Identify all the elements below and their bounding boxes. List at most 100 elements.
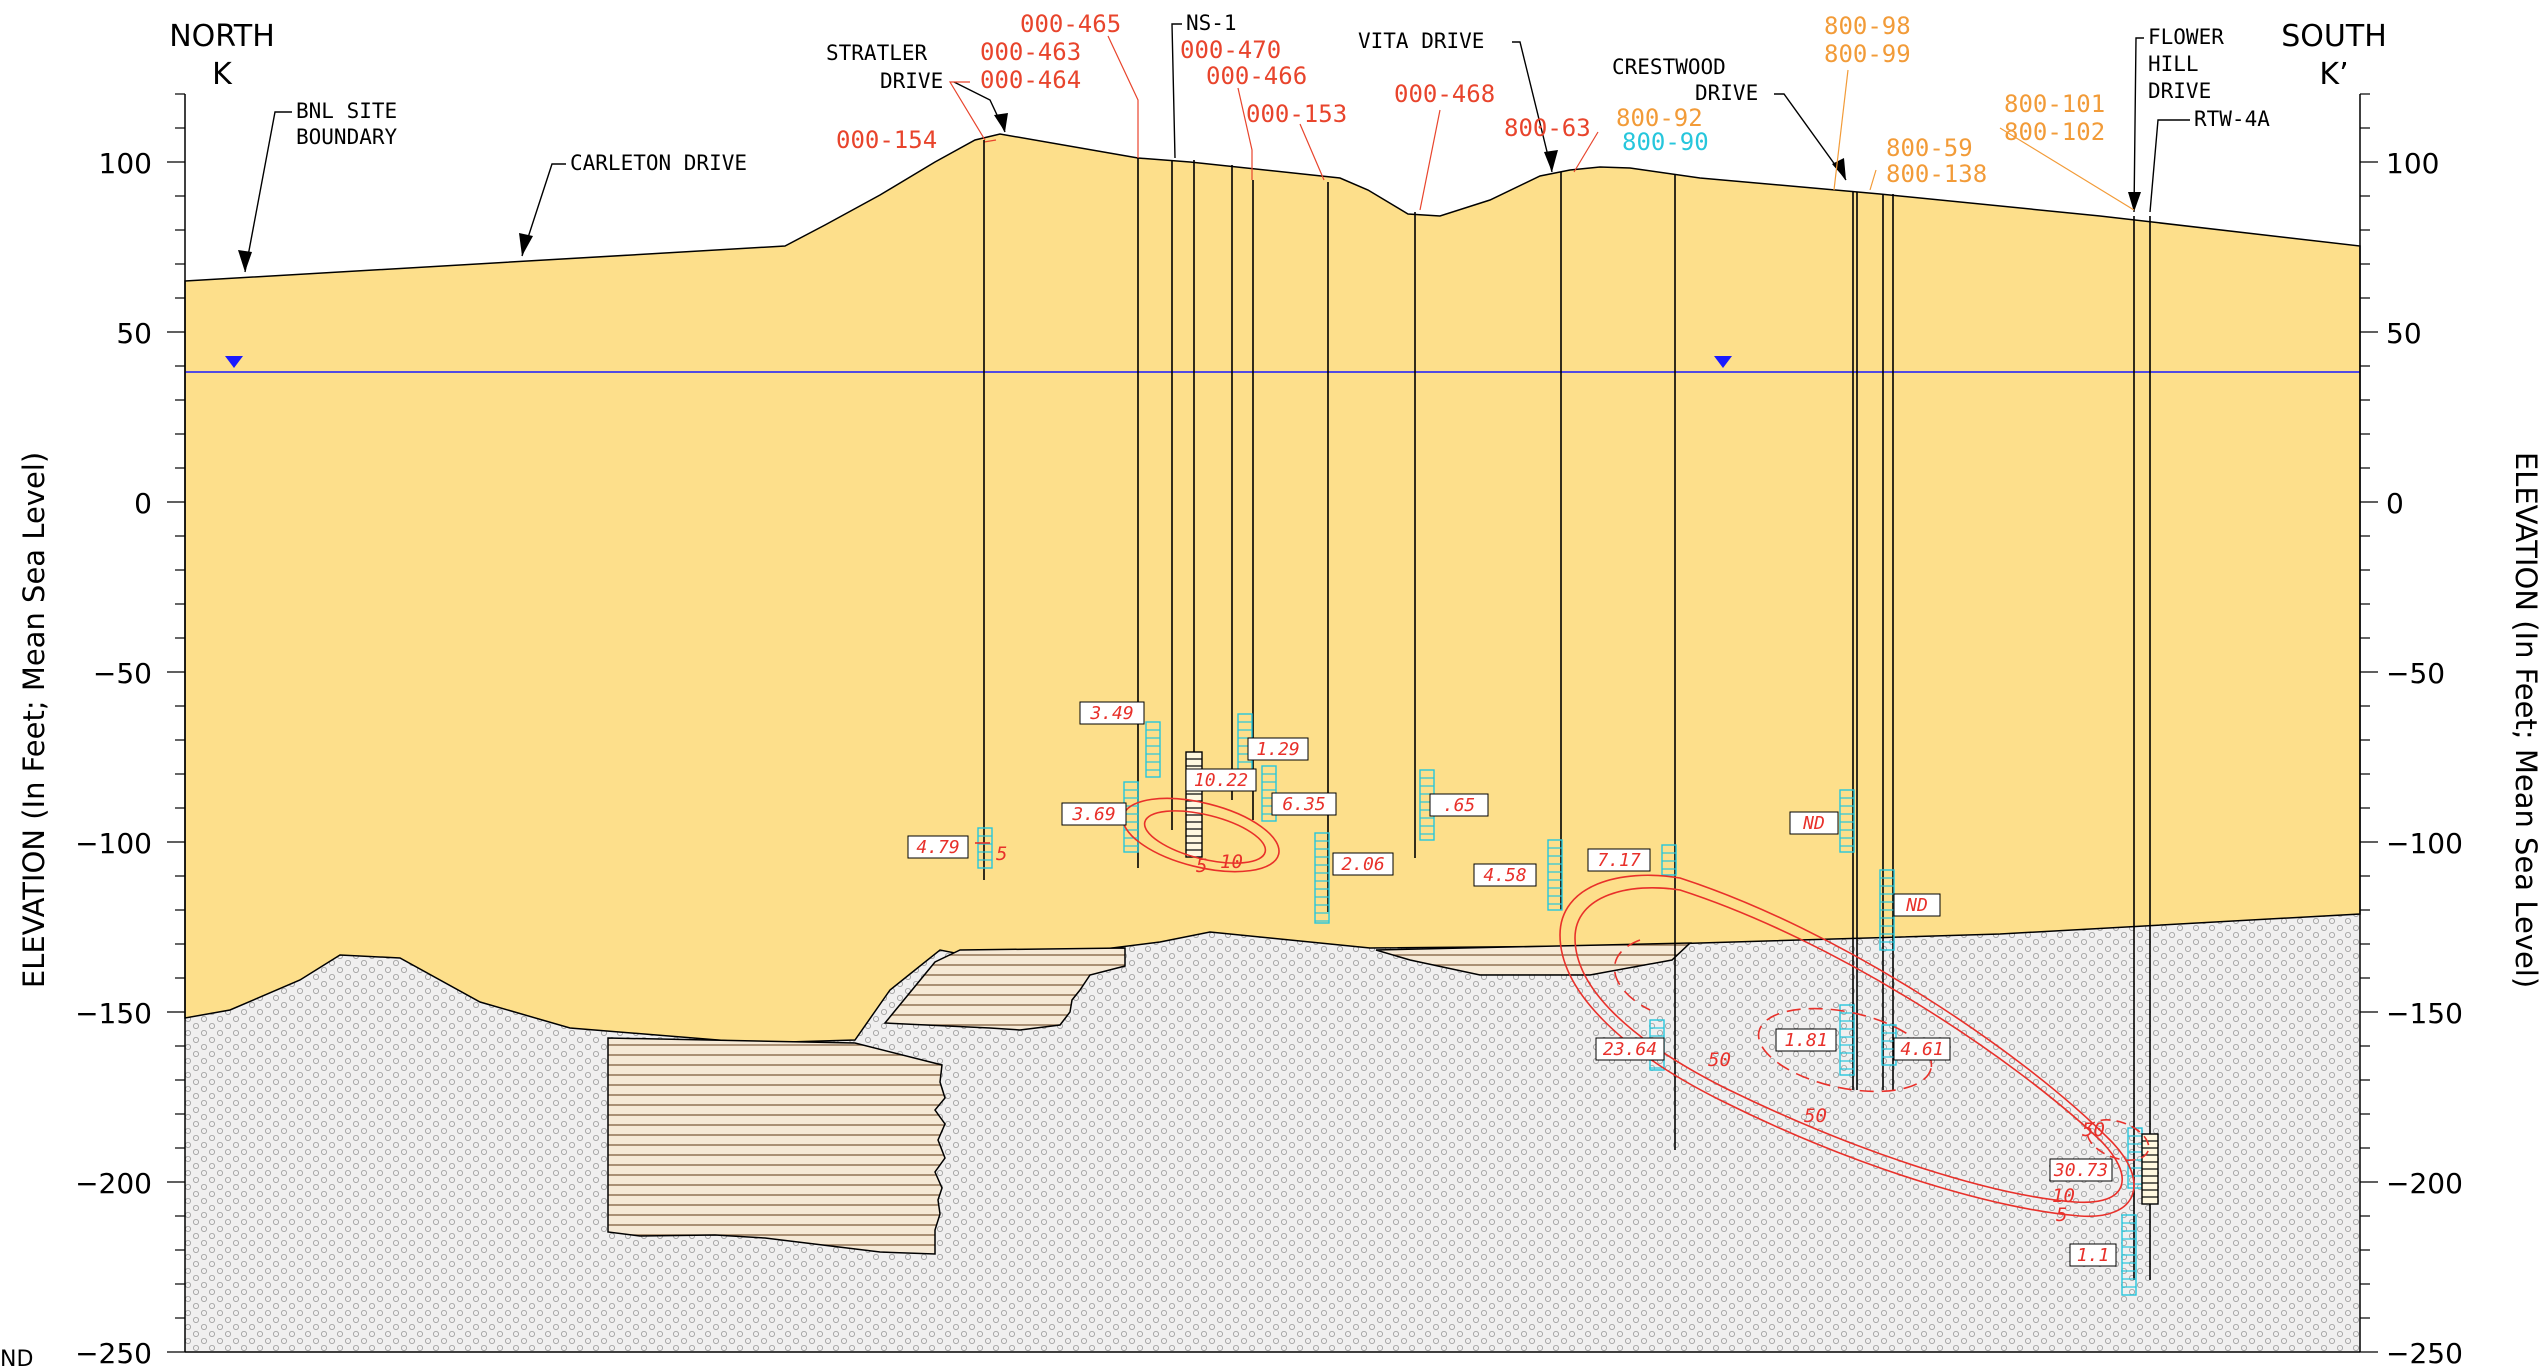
svg-text:1.1: 1.1 bbox=[2077, 1245, 2110, 1266]
well-label: 800-102 bbox=[2004, 118, 2105, 146]
tick-label: 50 bbox=[2386, 317, 2422, 350]
value-box: 4.79 bbox=[907, 835, 969, 859]
site-label: FLOWER bbox=[2148, 25, 2224, 49]
well-label: 000-463 bbox=[980, 38, 1081, 66]
tick-label: −50 bbox=[2386, 657, 2445, 690]
tick-label: −250 bbox=[2386, 1337, 2463, 1367]
svg-text:10.22: 10.22 bbox=[1194, 770, 1248, 791]
value-box: 1.29 bbox=[1247, 737, 1309, 761]
tick-label: 0 bbox=[2386, 487, 2404, 520]
contour-10-south bbox=[1574, 887, 2123, 1204]
well-labels: 000-465 000-463 000-464 000-154 000-470 … bbox=[836, 10, 2105, 188]
value-box: 7.17 bbox=[1587, 848, 1651, 872]
concentration-boxes: 3.49 1.29 10.22 6.35 3.69 4.79 2.06 .65 … bbox=[907, 701, 2117, 1267]
wells bbox=[983, 140, 2151, 1280]
screen-interval bbox=[1661, 844, 1677, 876]
site-label: STRATLER bbox=[826, 41, 928, 65]
contour-50-south-a bbox=[1613, 939, 1651, 1011]
svg-text:1.81: 1.81 bbox=[1784, 1030, 1827, 1051]
well-label: 000-466 bbox=[1206, 62, 1307, 90]
well-label: 000-470 bbox=[1180, 36, 1281, 64]
hatched-interval bbox=[1185, 751, 1203, 858]
north-section-letter: K bbox=[212, 57, 233, 92]
site-labels: BNL SITE BOUNDARY CARLETON DRIVE STRATLE… bbox=[296, 11, 2270, 175]
tick-label: −150 bbox=[2386, 997, 2463, 1030]
plume-contours bbox=[975, 797, 2150, 1217]
well-label: 800-59 bbox=[1886, 134, 1973, 162]
contour-50-south-c bbox=[2086, 1119, 2150, 1161]
contour-label: 5 bbox=[2056, 1204, 2067, 1226]
site-label: DRIVE bbox=[2148, 79, 2211, 103]
value-box: ND bbox=[1893, 893, 1941, 917]
right-axis-title: ELEVATION (In Feet; Mean Sea Level) bbox=[2509, 452, 2543, 988]
svg-text:7.17: 7.17 bbox=[1597, 850, 1641, 871]
well-leaders bbox=[948, 35, 1599, 211]
svg-text:30.73: 30.73 bbox=[2053, 1160, 2108, 1181]
well-leaders-orange bbox=[1833, 69, 2135, 211]
contour-label: 5 bbox=[1196, 855, 1207, 877]
well-label: 800-92 bbox=[1616, 104, 1703, 132]
tick-label: −100 bbox=[2386, 827, 2463, 860]
value-box: 4.58 bbox=[1473, 863, 1537, 887]
well-label: 000-154 bbox=[836, 126, 937, 154]
site-label: BOUNDARY bbox=[296, 125, 398, 149]
right-tick-labels: 100 50 0 −50 −100 −150 −200 −250 bbox=[2386, 147, 2463, 1367]
site-label: HILL bbox=[2148, 52, 2199, 76]
contour-50-south-b bbox=[1757, 1007, 1933, 1093]
screen-interval bbox=[1839, 1004, 1855, 1076]
value-box: 30.73 bbox=[2049, 1158, 2113, 1182]
well-label: 800-90 bbox=[1622, 128, 1709, 156]
contour-label: 10 bbox=[2052, 1185, 2075, 1207]
site-label: DRIVE bbox=[1695, 81, 1758, 105]
south-section-letter: K’ bbox=[2319, 57, 2348, 92]
svg-text:.65: .65 bbox=[1443, 795, 1476, 816]
site-label: RTW-4A bbox=[2194, 107, 2270, 131]
svg-text:6.35: 6.35 bbox=[1282, 794, 1325, 815]
svg-text:2.06: 2.06 bbox=[1341, 854, 1384, 875]
water-table-marker-south bbox=[1714, 356, 1732, 368]
screen-interval bbox=[1547, 839, 1563, 911]
value-box: .65 bbox=[1429, 793, 1489, 817]
contour-label: 5 bbox=[996, 843, 1007, 865]
value-box: 23.64 bbox=[1595, 1037, 1665, 1061]
value-box: 1.81 bbox=[1775, 1028, 1837, 1052]
contour-label: 50 bbox=[1804, 1105, 1827, 1127]
contour-label: 50 bbox=[2082, 1119, 2105, 1141]
svg-text:3.49: 3.49 bbox=[1089, 703, 1133, 724]
screen-interval bbox=[1314, 832, 1330, 924]
contour-label: 50 bbox=[1708, 1049, 1731, 1071]
site-label: DRIVE bbox=[880, 69, 943, 93]
well-label: 000-465 bbox=[1020, 10, 1121, 38]
value-box: 3.49 bbox=[1079, 701, 1145, 725]
legend-fragment: ND bbox=[0, 1347, 33, 1367]
tick-label: 100 bbox=[99, 147, 152, 180]
svg-text:ND: ND bbox=[1802, 813, 1825, 834]
contour-5-south bbox=[1559, 874, 2135, 1217]
tick-label: −200 bbox=[75, 1167, 152, 1200]
value-box: 4.61 bbox=[1893, 1037, 1951, 1061]
axis-ticks bbox=[167, 93, 2378, 1353]
site-label: BNL SITE bbox=[296, 99, 397, 123]
svg-text:4.79: 4.79 bbox=[916, 837, 959, 858]
tick-label: 0 bbox=[134, 487, 152, 520]
svg-text:1.29: 1.29 bbox=[1256, 739, 1299, 760]
screen-interval bbox=[1839, 789, 1855, 853]
clay-lens-2 bbox=[883, 947, 1126, 1031]
site-leaders bbox=[244, 23, 2190, 273]
left-tick-labels: 100 50 0 −50 −100 −150 −200 −250 bbox=[75, 147, 152, 1367]
value-box: 6.35 bbox=[1271, 792, 1337, 816]
south-label: SOUTH bbox=[2281, 19, 2387, 54]
clay-lens-1 bbox=[607, 1037, 946, 1255]
screen-interval bbox=[977, 827, 993, 869]
svg-text:ND: ND bbox=[1905, 895, 1928, 916]
clay-lens-3 bbox=[1375, 942, 1692, 976]
left-axis-title: ELEVATION (In Feet; Mean Sea Level) bbox=[17, 452, 51, 988]
value-box: 1.1 bbox=[2069, 1243, 2117, 1267]
site-label: CARLETON DRIVE bbox=[570, 151, 747, 175]
well-label: 800-63 bbox=[1504, 114, 1591, 142]
site-label: VITA DRIVE bbox=[1358, 29, 1484, 53]
tick-label: −50 bbox=[93, 657, 152, 690]
svg-text:3.69: 3.69 bbox=[1071, 804, 1115, 825]
tick-label: 100 bbox=[2386, 147, 2439, 180]
